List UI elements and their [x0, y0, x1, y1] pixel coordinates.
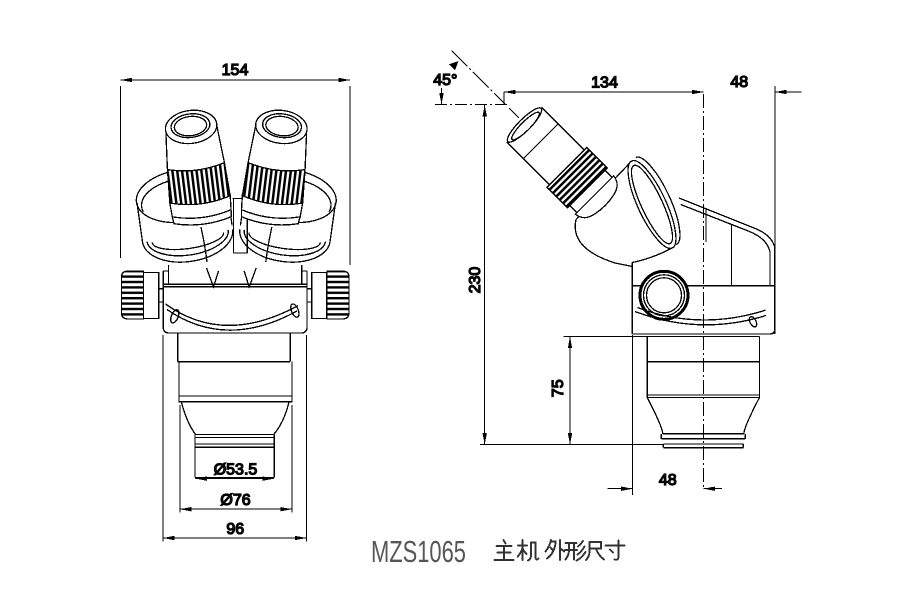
svg-text:75: 75 — [550, 379, 567, 397]
svg-text:48: 48 — [730, 74, 748, 91]
svg-text:96: 96 — [226, 521, 244, 538]
svg-text:45°: 45° — [433, 72, 457, 89]
svg-text:Ø76: Ø76 — [220, 492, 250, 509]
svg-text:154: 154 — [222, 62, 249, 79]
svg-text:48: 48 — [659, 472, 677, 489]
svg-text:230: 230 — [467, 267, 484, 294]
svg-text:Ø53.5: Ø53.5 — [214, 462, 258, 479]
svg-text:MZS1065: MZS1065 — [371, 534, 466, 569]
svg-text:134: 134 — [591, 75, 618, 92]
